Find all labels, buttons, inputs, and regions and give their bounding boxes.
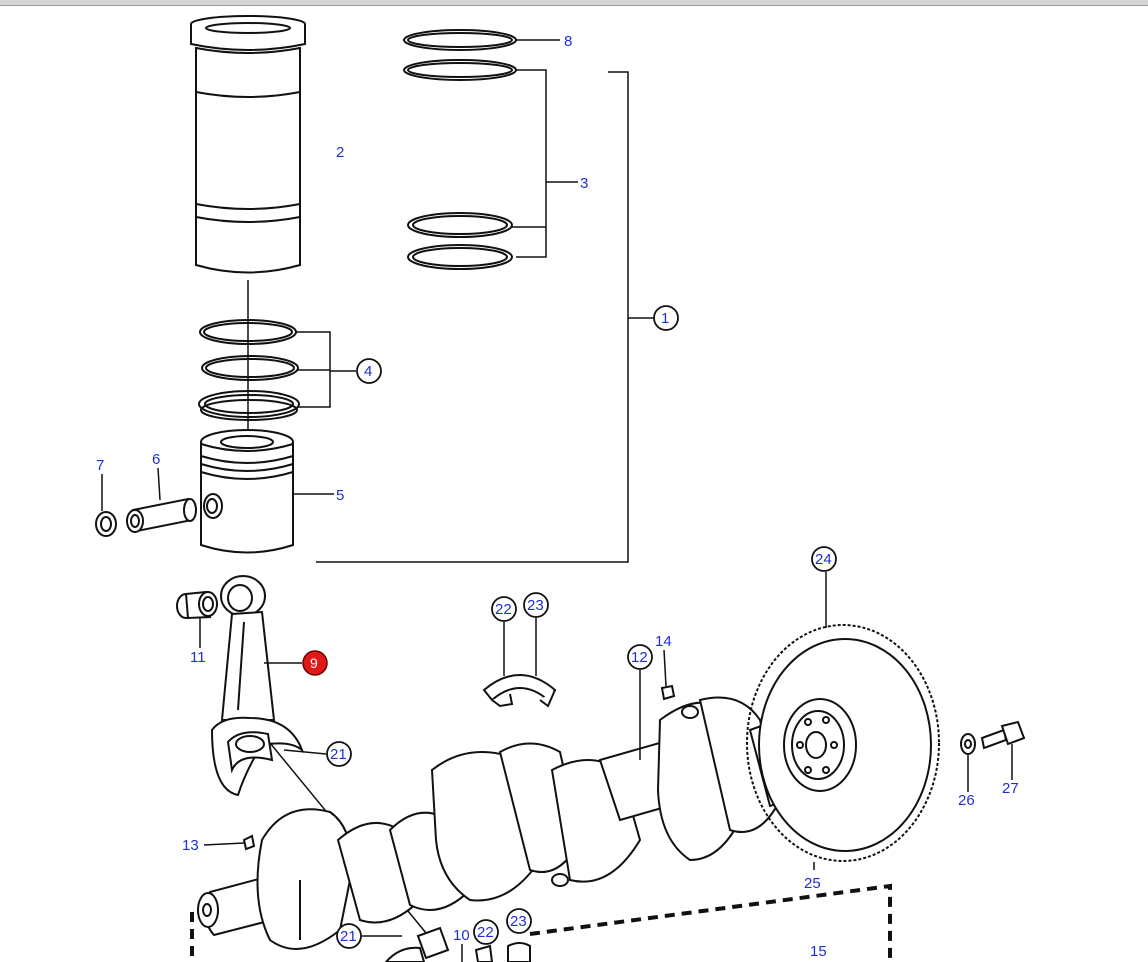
label-text-9: 9 [310,655,318,671]
label-part-1[interactable]: 1 [653,305,679,331]
label-text-21b: 21 [340,928,357,945]
label-text-23b: 23 [510,913,527,930]
big-end-bearing-lower [384,926,531,962]
small-end-bush [176,590,218,620]
label-part-6[interactable]: 6 [152,451,160,468]
label-part-23-lower[interactable]: 23 [506,908,532,934]
label-part-13[interactable]: 13 [182,837,199,854]
label-text-7: 7 [96,457,104,474]
label-part-8[interactable]: 8 [564,33,572,50]
label-text-26: 26 [958,792,975,809]
label-text-4: 4 [364,363,372,380]
label-part-10[interactable]: 10 [453,927,470,944]
flywheel-bolt [980,720,1026,750]
flywheel-washer [960,733,976,755]
circlip [95,511,117,537]
label-text-11: 11 [190,649,206,666]
label-part-15[interactable]: 15 [810,943,827,960]
kit-dashed-outline-right [529,883,892,962]
piston-pin [126,497,197,533]
label-text-22a: 22 [495,601,512,618]
label-part-22-lower[interactable]: 22 [473,919,499,945]
label-text-24: 24 [815,551,832,568]
label-part-5[interactable]: 5 [336,487,344,504]
label-part-27[interactable]: 27 [1002,780,1019,797]
piston-rings-set [403,29,517,270]
label-part-25[interactable]: 25 [804,875,821,892]
label-text-23a: 23 [527,597,544,614]
compression-rings [198,319,300,421]
label-part-11[interactable]: 11 [190,649,206,666]
label-part-21-upper[interactable]: 21 [326,741,352,767]
label-part-9-selected[interactable]: 9 [302,650,328,676]
label-text-21a: 21 [330,746,347,763]
label-text-1: 1 [661,310,669,327]
label-text-12: 12 [631,649,648,666]
label-part-4[interactable]: 4 [356,358,382,384]
label-part-12[interactable]: 12 [627,644,653,670]
label-part-26[interactable]: 26 [958,792,975,809]
connecting-rod [210,575,305,797]
label-text-27: 27 [1002,780,1019,797]
label-text-10: 10 [453,927,470,944]
main-bearing-shells [482,674,557,708]
cylinder-liner [190,15,306,274]
label-text-22b: 22 [477,924,494,941]
label-text-6: 6 [152,451,160,468]
label-text-14: 14 [655,633,672,650]
plug [242,684,676,851]
label-text-15: 15 [810,943,827,960]
window-top-border [0,0,1148,6]
label-text-2: 2 [336,144,344,161]
label-part-24[interactable]: 24 [811,546,837,572]
piston [200,429,294,554]
label-text-25: 25 [804,875,821,892]
label-part-23-upper[interactable]: 23 [523,592,549,618]
label-part-14[interactable]: 14 [655,633,672,650]
label-part-7[interactable]: 7 [96,457,104,474]
label-text-3: 3 [580,175,588,192]
label-part-2[interactable]: 2 [336,144,344,161]
label-text-8: 8 [564,33,572,50]
label-text-13: 13 [182,837,199,854]
flywheel [746,624,940,862]
label-part-3[interactable]: 3 [580,175,588,192]
label-text-5: 5 [336,487,344,504]
label-part-22-upper[interactable]: 22 [491,596,517,622]
label-part-21-lower[interactable]: 21 [336,923,362,949]
